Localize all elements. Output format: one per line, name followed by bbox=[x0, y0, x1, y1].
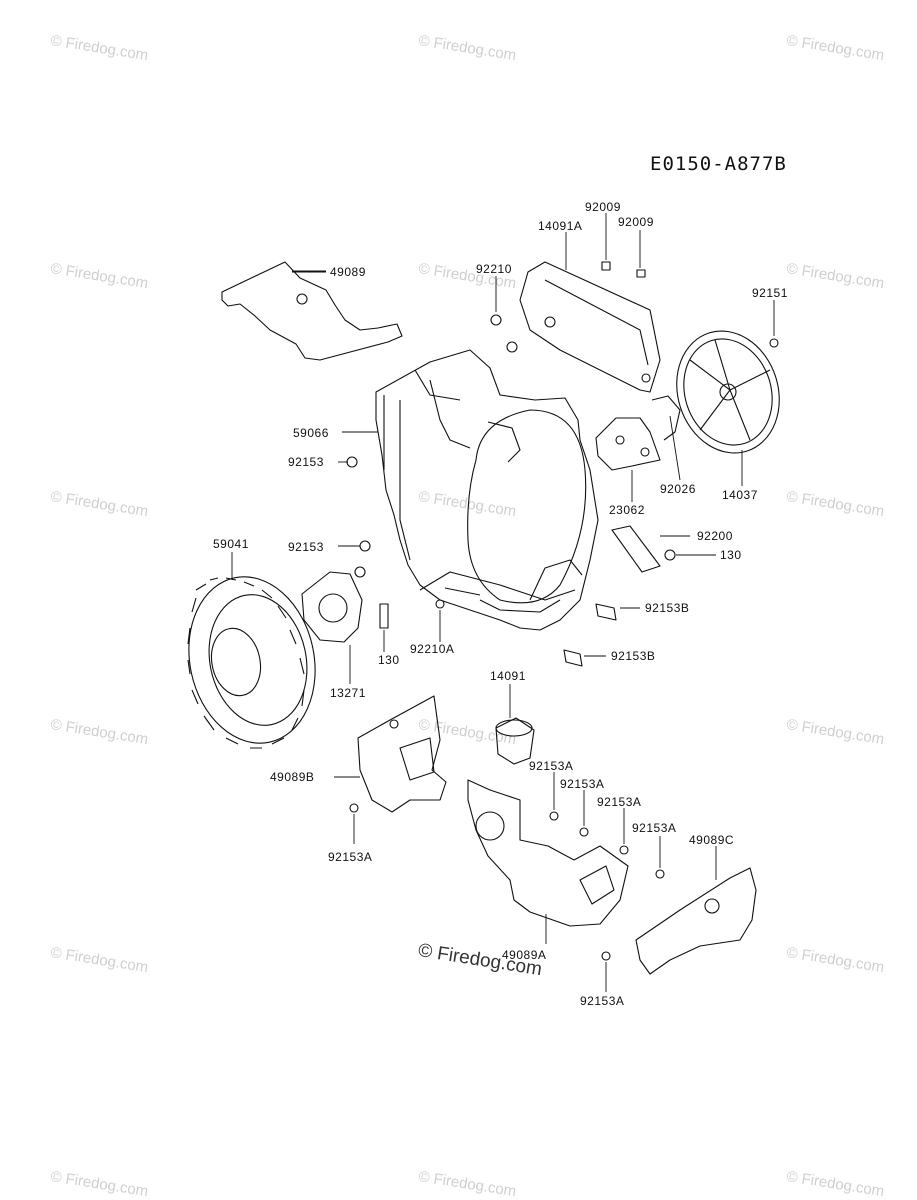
bolt-92153A-3 bbox=[619, 845, 629, 855]
part-label: 92153A bbox=[580, 994, 625, 1008]
shroud-plate-49089 bbox=[221, 261, 403, 361]
part-label: 92153 bbox=[288, 455, 324, 469]
flywheel-59041 bbox=[188, 576, 316, 744]
part-label: 92153B bbox=[645, 601, 690, 615]
part-label: 92153B bbox=[611, 649, 656, 663]
part-label: 92153 bbox=[288, 540, 324, 554]
part-label: 92210A bbox=[410, 642, 455, 656]
stud-92153B-1 bbox=[595, 603, 617, 621]
part-label: 92153A bbox=[529, 759, 574, 773]
part-label: 92009 bbox=[618, 215, 654, 229]
bolt-92153-a bbox=[346, 456, 358, 468]
fan-housing-59066 bbox=[375, 349, 599, 631]
bolt-92210-b bbox=[506, 341, 518, 353]
bolt-130 bbox=[379, 603, 389, 629]
bolt-92153A-4 bbox=[655, 869, 665, 879]
part-label: 92009 bbox=[585, 200, 621, 214]
shroud-49089B bbox=[357, 695, 447, 813]
diagram-id: E0150-A877B bbox=[650, 153, 787, 175]
washer-92210A bbox=[435, 599, 445, 609]
part-label: 92151 bbox=[752, 286, 788, 300]
bolt-92153A-6 bbox=[601, 951, 611, 961]
part-label: 92200 bbox=[697, 529, 733, 543]
bolt-92153-b bbox=[359, 540, 371, 552]
part-label: 92026 bbox=[660, 482, 696, 496]
screen-14037 bbox=[676, 330, 780, 454]
stud-92153B-2 bbox=[563, 649, 583, 667]
part-label: 14091A bbox=[538, 219, 583, 233]
part-label: 92153A bbox=[597, 795, 642, 809]
shroud-49089C bbox=[635, 867, 757, 975]
shroud-49089A bbox=[467, 779, 629, 927]
part-label: 59041 bbox=[213, 537, 249, 551]
part-label: 14037 bbox=[722, 488, 758, 502]
bolt-92153-c bbox=[354, 566, 366, 578]
bolt-92153A-5 bbox=[349, 803, 359, 813]
part-label: 92153A bbox=[632, 821, 677, 835]
cover-plate-14091A bbox=[519, 261, 661, 393]
part-label: 92210 bbox=[476, 262, 512, 276]
bracket-23062 bbox=[595, 417, 661, 471]
clip-92026 bbox=[651, 395, 681, 441]
part-label: 49089 bbox=[330, 265, 366, 279]
bolt-92009a bbox=[601, 261, 611, 271]
part-label: 59066 bbox=[293, 426, 329, 440]
part-label: 130 bbox=[720, 548, 742, 562]
bolt-92210-a bbox=[490, 314, 502, 326]
collar-14091 bbox=[495, 717, 535, 765]
bolt-92009b bbox=[636, 269, 646, 278]
plate-13271 bbox=[301, 571, 363, 643]
part-label: 49089C bbox=[689, 833, 735, 847]
part-label: 130 bbox=[378, 653, 400, 667]
bolt-92153A-2 bbox=[579, 827, 589, 837]
part-label: 49089B bbox=[270, 770, 315, 784]
part-label: 23062 bbox=[609, 503, 645, 517]
part-label: 92153A bbox=[328, 850, 373, 864]
part-label: 92153A bbox=[560, 777, 605, 791]
bolt-92151 bbox=[769, 338, 779, 348]
part-label: 49089A bbox=[502, 948, 547, 962]
link-92200 bbox=[611, 525, 661, 573]
part-label: 13271 bbox=[330, 686, 366, 700]
bolt-92153A-1 bbox=[549, 811, 559, 821]
part-label: 14091 bbox=[490, 669, 526, 683]
